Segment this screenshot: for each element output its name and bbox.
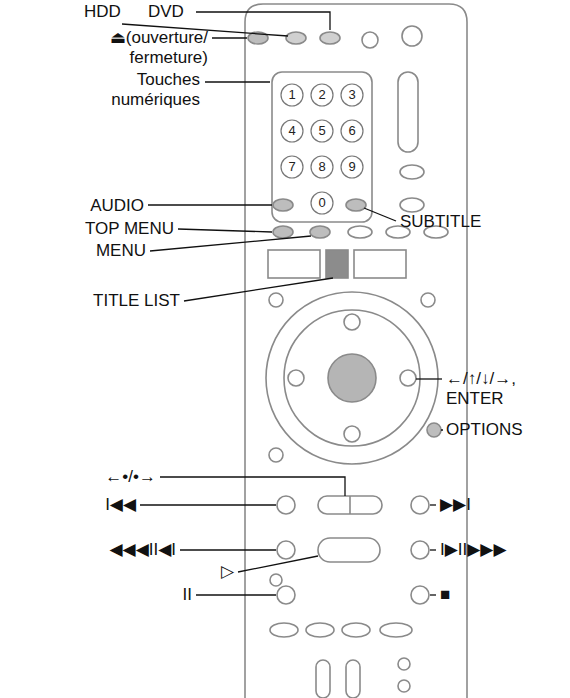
callout-label: MENU xyxy=(96,241,146,261)
callout-label: ■ xyxy=(440,585,450,605)
callout-label: TOP MENU xyxy=(85,219,174,239)
callout-label: ▷ xyxy=(221,562,234,582)
callout-label: Touches numériques xyxy=(80,70,200,110)
callout-label: ▶▶I xyxy=(440,495,471,515)
callout-label: ⏏(ouverture/ fermeture) xyxy=(58,28,208,68)
callout-label: I◀◀ xyxy=(105,495,136,515)
callout-label: OPTIONS xyxy=(446,420,523,440)
callout-label: HDD xyxy=(84,2,121,22)
key-digit: 6 xyxy=(348,124,355,138)
key-digit: 7 xyxy=(288,160,295,174)
callout-label: ←/↑/↓/→, ENTER xyxy=(446,369,556,409)
callout-label: ◀◀◀II◀I xyxy=(110,540,176,560)
key-digit: 4 xyxy=(288,124,295,138)
callout-label: I▶II▶▶▶ xyxy=(440,540,506,560)
callout-label: SUBTITLE xyxy=(400,212,481,232)
callout-label: TITLE LIST xyxy=(93,291,180,311)
key-digit: 3 xyxy=(348,88,355,102)
callout-label: DVD xyxy=(148,2,184,22)
callout-label: ←•/•→ xyxy=(105,467,156,487)
key-digit: 1 xyxy=(288,88,295,102)
key-digit: 0 xyxy=(318,196,325,210)
callout-label: II xyxy=(183,585,192,605)
key-digit: 2 xyxy=(318,88,325,102)
key-digit: 5 xyxy=(318,124,325,138)
key-digit: 8 xyxy=(318,160,325,174)
callout-label: AUDIO xyxy=(90,196,144,216)
key-digit: 9 xyxy=(348,160,355,174)
